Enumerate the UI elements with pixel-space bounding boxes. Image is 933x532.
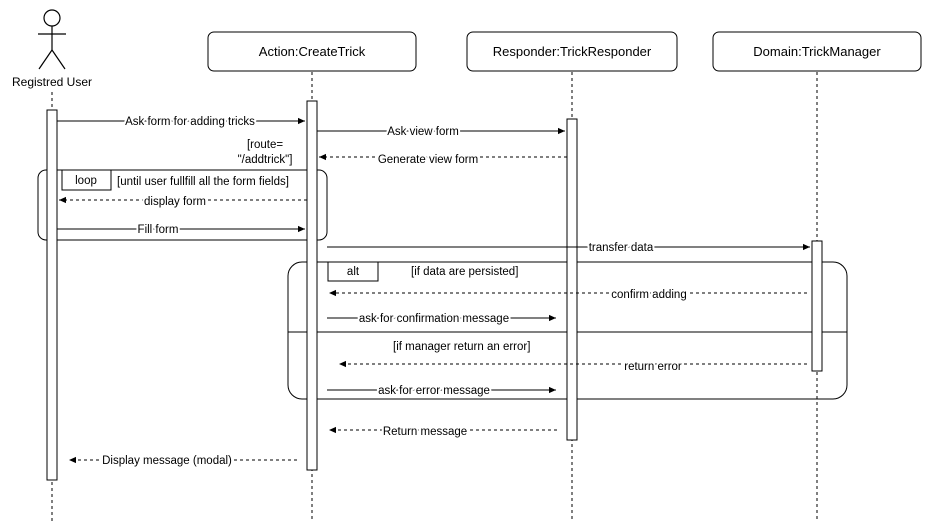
- message-label-11: Return message: [383, 426, 467, 438]
- message-label-12: Display message (modal): [102, 455, 232, 467]
- activation-create-trick: [306, 100, 318, 471]
- actor-label: Registred User: [12, 75, 92, 89]
- participant-create-trick: Action:CreateTrick: [207, 31, 417, 72]
- message-label-10: ask for error message: [378, 385, 490, 397]
- message-label-5: Fill form: [138, 224, 179, 236]
- route-note-line-1: [route=: [247, 139, 283, 151]
- actor-stick-figure: [38, 9, 66, 70]
- message-label-2: Ask view form: [387, 126, 459, 138]
- message-label-3: Generate view form: [378, 154, 478, 166]
- participant-responder-label: Responder:TrickResponder: [493, 44, 652, 59]
- activation-responder: [566, 118, 578, 441]
- participant-manager-label: Domain:TrickManager: [753, 44, 881, 59]
- participant-responder: Responder:TrickResponder: [466, 31, 678, 72]
- alt-keyword: alt: [347, 266, 360, 278]
- message-label-7: confirm adding: [611, 289, 686, 301]
- activation-manager: [811, 240, 823, 372]
- message-label-8: ask for confirmation message: [359, 313, 509, 325]
- participant-manager: Domain:TrickManager: [712, 31, 922, 72]
- activation-user: [46, 109, 58, 481]
- route-note-line-2: "/addtrick"]: [238, 154, 293, 166]
- loop-fragment: loop [until user fullfill all the form f…: [37, 169, 328, 241]
- loop-guard: [until user fullfill all the form fields…: [117, 176, 289, 188]
- message-label-1: Ask form for adding tricks: [125, 116, 255, 128]
- message-label-6: transfer data: [589, 242, 654, 254]
- message-label-9: return error: [624, 361, 682, 373]
- message-label-4: display form: [144, 196, 206, 208]
- participant-create-trick-label: Action:CreateTrick: [259, 44, 366, 59]
- alt-guard-error: [if manager return an error]: [393, 341, 530, 353]
- alt-guard-persisted: [if data are persisted]: [411, 266, 518, 278]
- loop-keyword: loop: [75, 175, 97, 187]
